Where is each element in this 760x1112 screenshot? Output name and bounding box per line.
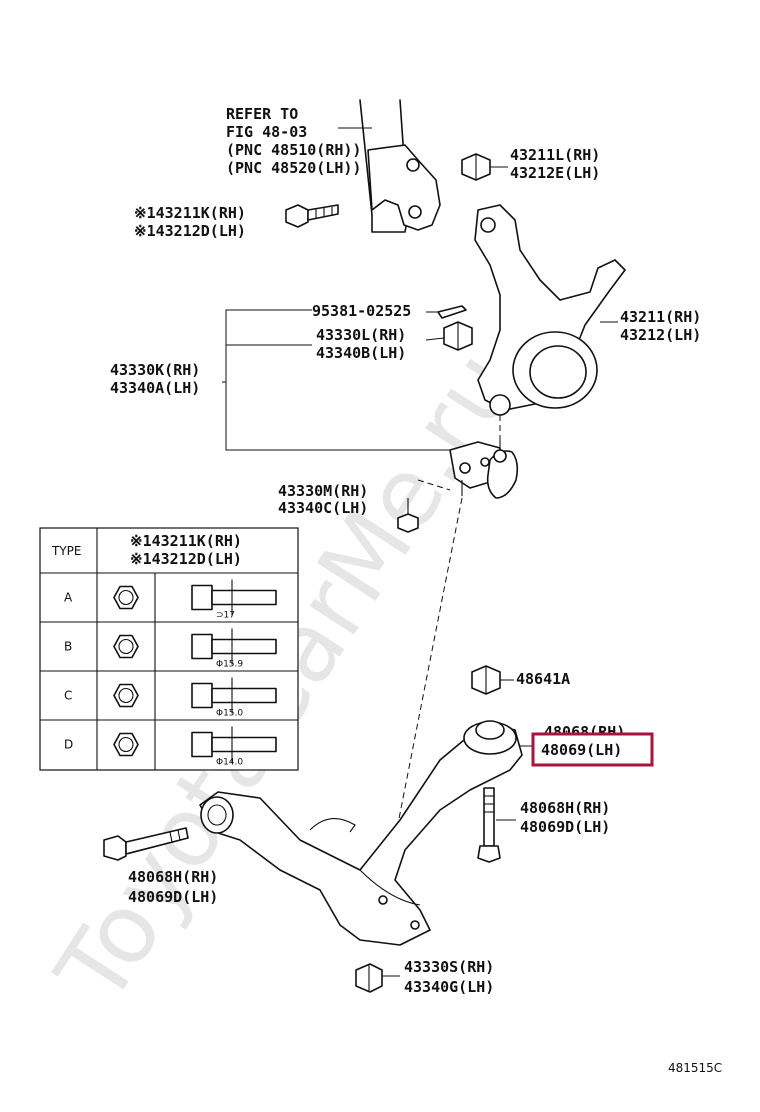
table-dimension: Φ15.9: [216, 660, 243, 670]
bolt-head-ring-icon: [118, 687, 134, 704]
label-43211L: 43211L(RH): [510, 146, 600, 164]
table-dimension: Φ15.0: [216, 709, 243, 719]
table-type-letter: B: [64, 640, 72, 654]
nut-43211L-drawing: [461, 153, 491, 181]
bolt-side-head-icon: [191, 731, 213, 758]
table-dimension: Φ14.0: [216, 758, 243, 768]
bolt-head-end-icon: [113, 585, 139, 610]
label-43330K: 43330K(RH): [110, 361, 200, 379]
bolt-side-shank-icon: [211, 687, 277, 704]
label-43211: 43211(RH): [620, 308, 701, 326]
label-48641A: 48641A: [516, 670, 570, 688]
table-type-letter: A: [64, 591, 73, 605]
bolt-head-end-icon: [113, 683, 139, 708]
label-95381: 95381-02525: [312, 302, 411, 320]
nut-48641A-drawing: [471, 665, 501, 695]
lower-control-arm-drawing: [199, 720, 523, 946]
label-48068H-left: 48068H(RH): [128, 868, 218, 886]
label-48069-highlighted[interactable]: 48069(LH): [541, 741, 622, 759]
label-43330S: 43330S(RH): [404, 958, 494, 976]
table-type-letter: C: [64, 689, 72, 703]
cotter-pin-drawing: [437, 305, 467, 319]
bolt-48068H-right-drawing: [477, 787, 501, 863]
label-48069D-right: 48069D(LH): [520, 818, 610, 836]
strut-assembly-drawing: [338, 99, 441, 233]
table-dimension: ⊃17: [216, 611, 235, 621]
label-43212E: 43212E(LH): [510, 164, 600, 182]
bolt-head-end-icon: [113, 732, 139, 757]
table-header-part-1: ※143211K(RH): [130, 532, 242, 550]
refer-line-2: FIG 48-03: [226, 123, 307, 141]
figure-code: 481515C: [668, 1061, 722, 1075]
bolt-side-head-icon: [191, 633, 213, 660]
label-43340B: 43340B(LH): [316, 344, 406, 362]
refer-line-4: (PNC 48520(LH)): [226, 159, 361, 177]
bolt-side-shank-icon: [211, 736, 277, 753]
refer-line-3: (PNC 48510(RH)): [226, 141, 361, 159]
bolt-43330M-drawing: [397, 498, 419, 533]
label-43340G: 43340G(LH): [404, 978, 494, 996]
label-48069D-left: 48069D(LH): [128, 888, 218, 906]
table-row: C Φ15.0: [64, 677, 277, 719]
bolt-head-ring-icon: [118, 638, 134, 655]
bolt-side-shank-icon: [211, 638, 277, 655]
label-143212D: ※143212D(LH): [134, 222, 246, 240]
label-143211K: ※143211K(RH): [134, 204, 246, 222]
table-header-part-2: ※143212D(LH): [130, 550, 242, 568]
table-row: D Φ14.0: [64, 726, 277, 768]
label-48068H-right: 48068H(RH): [520, 799, 610, 817]
label-43212: 43212(LH): [620, 326, 701, 344]
bolt-head-ring-icon: [118, 736, 134, 753]
label-43340A: 43340A(LH): [110, 379, 200, 397]
bolt-48068H-left-drawing: [103, 827, 189, 861]
bolt-head-end-icon: [113, 634, 139, 659]
label-43330L: 43330L(RH): [316, 326, 406, 344]
table-header-type: TYPE: [51, 544, 81, 558]
label-43330M: 43330M(RH): [278, 482, 368, 500]
ball-joint-drawing: [449, 440, 519, 499]
bolt-143211K-drawing: [285, 204, 339, 228]
bolt-side-head-icon: [191, 682, 213, 709]
castle-nut-43330L-drawing: [443, 321, 473, 351]
table-type-letter: D: [64, 738, 73, 752]
refer-line-1: REFER TO: [226, 105, 298, 123]
bolt-side-head-icon: [191, 584, 213, 611]
highlight-box[interactable]: [531, 732, 654, 767]
nut-43330S-drawing: [355, 963, 383, 993]
table-row: B Φ15.9: [64, 628, 277, 670]
label-43340C: 43340C(LH): [278, 499, 368, 517]
table-row: A ⊃17: [64, 579, 277, 621]
steering-knuckle-drawing: [474, 204, 626, 416]
bolt-side-shank-icon: [211, 589, 277, 606]
bolt-head-ring-icon: [118, 589, 134, 606]
